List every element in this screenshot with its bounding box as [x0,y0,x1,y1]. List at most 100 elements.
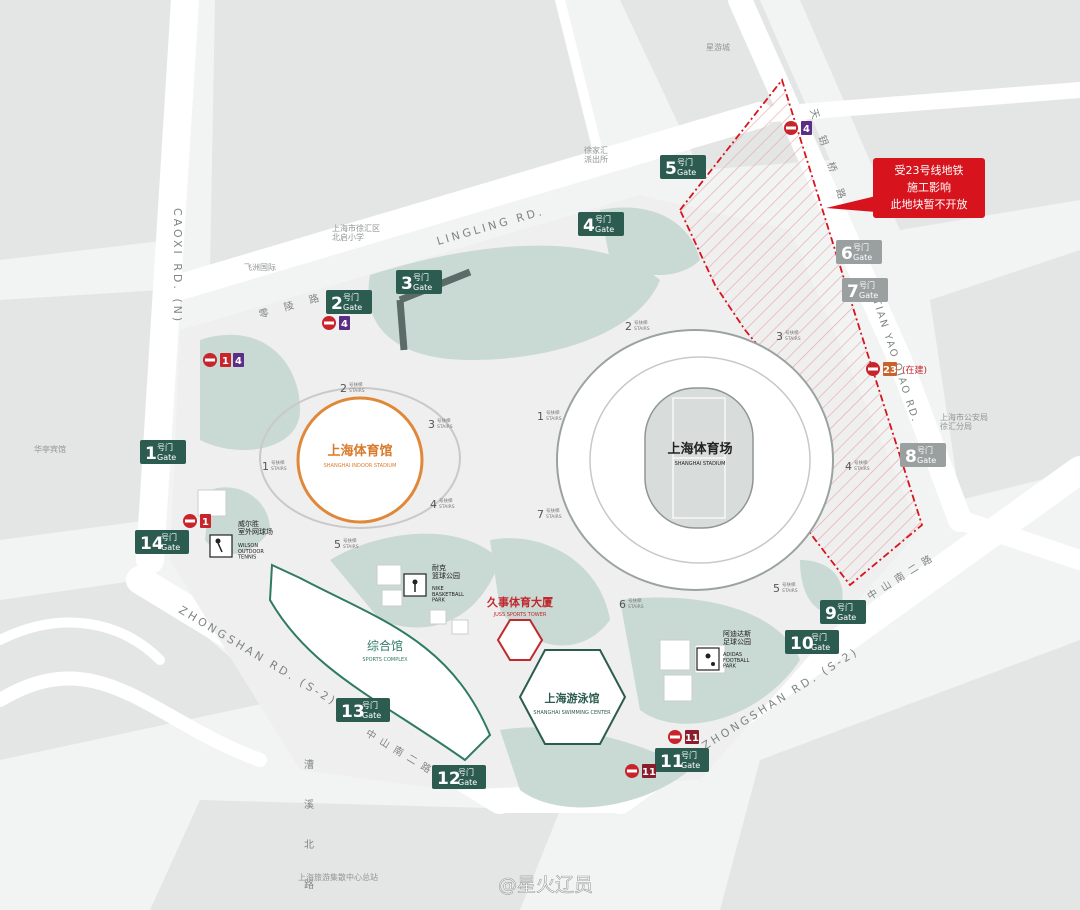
shanghai-swimming-center[interactable]: 上海游泳馆 SHANGHAI SWIMMING CENTER [518,649,627,745]
gate-label-cn: 号门 [458,767,474,777]
metro-line-badge [200,514,211,528]
gate-number: 12 [437,769,461,789]
stairs-number: 6 [619,598,626,611]
swim-name-en: SHANGHAI SWIMMING CENTER [533,710,611,716]
gate-label-en: Gate [853,253,872,262]
shanghai-indoor-stadium[interactable]: 上海体育馆 SHANGHAI INDOOR STADIUM [259,387,461,529]
stairs-label-cn: 号扶梯 [546,507,560,514]
complex-name: 综合馆 [367,638,403,653]
stairs-label-en: STAIRS [349,388,365,394]
gate-label-en: Gate [837,613,856,622]
gate-label-cn: 号门 [362,700,378,710]
stairs-number: 3 [428,418,435,431]
metro-station[interactable]: 4 [322,316,350,330]
gate-label-en: Gate [595,225,614,234]
gate-label-en: Gate [161,543,180,552]
gate-label-en: Gate [681,761,700,770]
stairs-label-en: STAIRS [628,604,644,610]
metro-station[interactable]: 4 [784,121,812,135]
stairs-number: 4 [430,498,437,511]
indoor-stadium-name-en: SHANGHAI INDOOR STADIUM [324,463,397,469]
gate-label-cn: 号门 [917,445,933,455]
gate-number: 5 [665,159,677,179]
place-school: 上海市徐汇区北启小学 [332,223,380,242]
gate-number: 10 [790,634,814,654]
juss-sports-tower[interactable]: 久事体育大厦 JUSS SPORTS TOWER [487,595,554,661]
shanghai-stadium[interactable]: 上海体育场 SHANGHAI STADIUM [556,329,834,591]
notice-line-1: 受23号线地铁 [895,163,964,177]
gate-label-en: Gate [157,453,176,462]
gate-label-cn: 号门 [413,272,429,282]
metro-station[interactable]: 23 (在建) [866,362,927,376]
gate-number: 7 [847,282,859,302]
sports-complex[interactable]: 综合馆 SPORTS COMPLEX [268,563,492,762]
gate-label-cn: 号门 [595,214,611,224]
stairs-label-en: STAIRS [782,588,798,594]
place-labels: 星游城 徐家汇派出所 上海市徐汇区北启小学 飞洲国际 华亭宾馆 上海市公安局徐汇… [34,42,988,882]
gate-label-cn: 号门 [853,242,869,252]
metro-station[interactable]: 1 [183,514,211,528]
place-feizhou: 飞洲国际 [244,263,276,272]
metro-station[interactable]: 11 [668,730,699,744]
stadium-name-en: SHANGHAI STADIUM [675,461,726,467]
tennis-name: 威尔胜室外网球场 [238,519,273,536]
gate-number: 2 [331,294,343,314]
gate-label-en: Gate [458,778,477,787]
gate-label-cn: 号门 [157,442,173,452]
gate-label-en: Gate [362,711,381,720]
stairs-number: 2 [625,320,632,333]
gate-label-cn: 号门 [677,157,693,167]
gate-label-en: Gate [413,283,432,292]
metro-line-number: 23 [883,365,897,376]
closure-notice: 受23号线地铁 施工影响 此地块暂不开放 [826,158,985,218]
metro-note: (在建) [902,364,927,376]
place-xingyoucheng: 星游城 [706,42,730,52]
stairs-label-cn: 号扶梯 [782,581,796,588]
tower-name: 久事体育大厦 [487,595,554,609]
gate-number: 8 [905,447,917,467]
watermark: @星火辽员 [498,874,593,896]
stairs-label-cn: 号扶梯 [271,459,285,466]
stairs-label-cn: 号扶梯 [628,597,642,604]
metro-line-number: 1 [222,356,229,367]
indoor-stadium-name: 上海体育馆 [327,443,392,459]
gate-number: 14 [140,534,164,554]
metro-station[interactable]: 11 [625,764,656,778]
place-huating: 华亭宾馆 [34,444,66,454]
stairs-label-cn: 号扶梯 [343,537,357,544]
metro-line-badge [339,316,350,330]
stairs-label-cn: 号扶梯 [349,381,363,388]
place-police-station: 徐家汇派出所 [584,145,608,164]
tennis-icon [209,534,233,558]
stairs-number: 7 [537,508,544,521]
gate-number: 3 [401,274,413,294]
